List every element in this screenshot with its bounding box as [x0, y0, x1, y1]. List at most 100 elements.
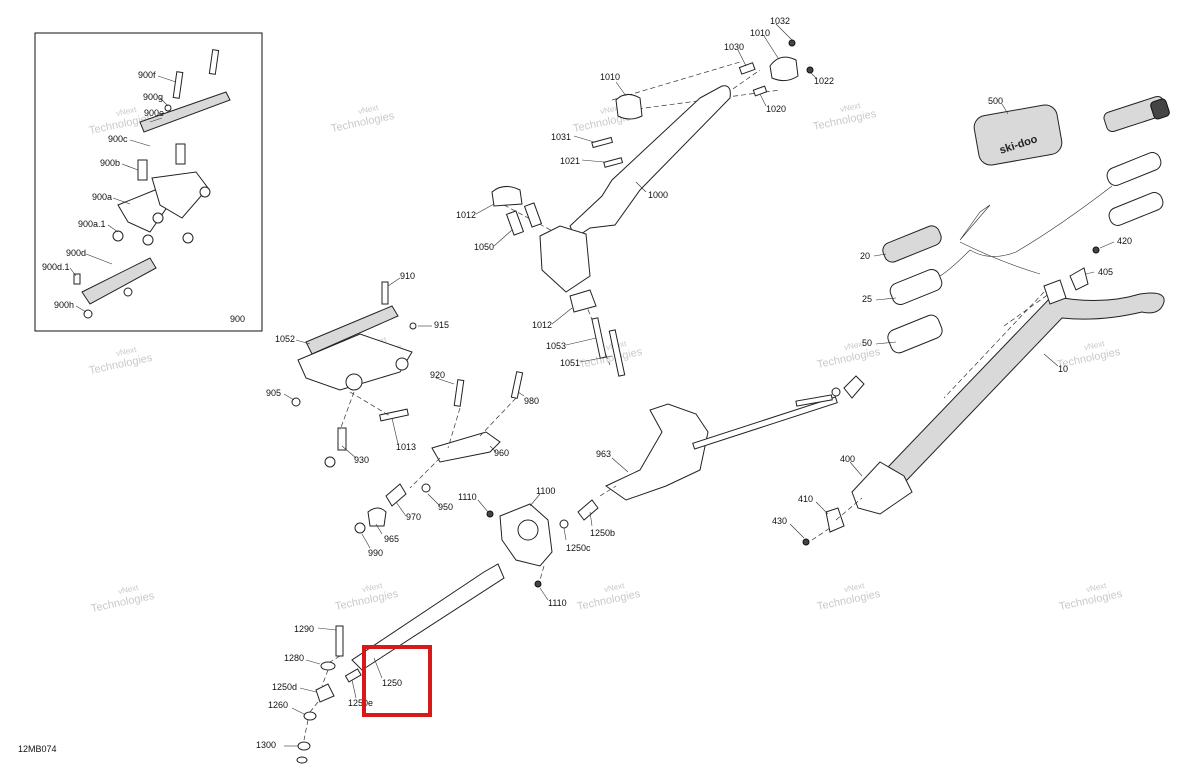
label-1100: 1100 — [536, 486, 555, 496]
leader — [615, 81, 627, 97]
watermark: vNext Technologies — [334, 581, 400, 613]
spacer-1030 — [738, 62, 756, 75]
label-10: 10 — [1058, 364, 1068, 374]
assembly-lines — [409, 397, 517, 489]
steering-arm-group: 920 980 960 963 — [409, 370, 865, 501]
label-963: 963 — [596, 449, 611, 459]
leader — [875, 297, 897, 301]
watermark: vNext Technologies — [330, 103, 396, 135]
leader — [361, 533, 371, 549]
leader — [129, 139, 151, 147]
leader — [873, 253, 887, 257]
nut — [182, 232, 194, 244]
nut — [152, 212, 164, 224]
label-980: 980 — [524, 396, 539, 406]
leader — [435, 377, 455, 385]
watermark-line-1: vNext — [603, 581, 626, 594]
label-1032: 1032 — [770, 16, 790, 26]
assembly-lines — [339, 391, 391, 431]
label-1013: 1013 — [396, 442, 416, 452]
steering-arm-963 — [605, 403, 709, 501]
label-900d1: 900d.1 — [42, 262, 70, 272]
label-1030: 1030 — [724, 42, 744, 52]
leader — [395, 501, 407, 517]
lower-column-group: 1110 1100 1250b 1250c 1110 1290 1280 125… — [256, 485, 617, 764]
leader — [815, 501, 829, 515]
label-1110-lower: 1110 — [548, 598, 567, 608]
grip-end — [1150, 98, 1170, 120]
leader — [1001, 103, 1009, 115]
leader — [789, 523, 805, 539]
watermark: vNext Technologies — [88, 345, 154, 377]
leader — [475, 203, 495, 215]
label-1000: 1000 — [648, 190, 668, 200]
lower-link-group: 970 950 965 990 — [354, 483, 453, 558]
label-1012-lower: 1012 — [532, 320, 552, 330]
plate-900e — [139, 91, 231, 133]
label-1300: 1300 — [256, 740, 276, 750]
leader — [305, 659, 321, 665]
watermark-line-1: vNext — [1085, 581, 1108, 594]
washer-1280 — [320, 661, 336, 671]
grip-heater — [1106, 152, 1162, 186]
leader — [875, 341, 897, 345]
bolt-920 — [453, 379, 465, 407]
label-1012-upper: 1012 — [456, 210, 476, 220]
base-900d — [81, 257, 157, 305]
label-1260: 1260 — [268, 700, 288, 710]
block-1012-lower — [569, 289, 597, 313]
leader — [149, 117, 163, 123]
watermark-line-1: vNext — [839, 101, 862, 114]
nut-1300-b — [296, 756, 308, 764]
label-420: 420 — [1117, 236, 1132, 246]
washer-1250c — [559, 519, 569, 529]
leader — [375, 523, 383, 535]
leader — [317, 627, 337, 631]
inset-900: 900f 900g 900e 900c 900b 900a 900a.1 900… — [34, 32, 263, 332]
bolt-980 — [510, 371, 524, 399]
leader — [107, 224, 119, 233]
label-410: 410 — [798, 494, 813, 504]
bolt-1022 — [806, 66, 814, 74]
leader — [1085, 271, 1095, 275]
label-900d: 900d — [66, 248, 86, 258]
leader — [775, 23, 793, 41]
label-905: 905 — [266, 388, 281, 398]
rod-end-1250d — [315, 683, 335, 703]
leader — [529, 493, 541, 507]
leader — [493, 229, 513, 247]
watermark-line-1: vNext — [361, 581, 384, 594]
bushing-965 — [367, 507, 387, 527]
nut-930 — [324, 456, 336, 468]
bolt-420 — [1092, 246, 1100, 254]
bearing — [395, 357, 409, 371]
bolt-1031 — [591, 136, 614, 149]
label-1031: 1031 — [551, 132, 571, 142]
watermark-line-1: vNext — [1083, 339, 1106, 352]
label-930: 930 — [354, 455, 369, 465]
leader — [565, 337, 597, 346]
label-1050: 1050 — [474, 242, 494, 252]
leader — [573, 135, 595, 143]
riser-1000 — [569, 85, 731, 239]
leader — [157, 75, 177, 83]
label-1022: 1022 — [814, 76, 834, 86]
leader — [295, 339, 311, 345]
label-430: 430 — [772, 516, 787, 526]
leader — [75, 305, 87, 313]
label-965: 965 — [384, 534, 399, 544]
label-1250d: 1250d — [272, 682, 297, 692]
assembly-lines — [539, 485, 617, 581]
label-1010-lower: 1010 — [600, 72, 620, 82]
label-1290: 1290 — [294, 624, 314, 634]
bolt-900f — [172, 71, 184, 99]
spacer-1250e — [344, 668, 362, 683]
label-960: 960 — [494, 448, 509, 458]
arm-900a1 — [151, 171, 209, 219]
nut-1300 — [297, 741, 311, 751]
leader — [159, 97, 169, 107]
label-1052: 1052 — [275, 334, 295, 344]
label-1021: 1021 — [560, 156, 580, 166]
leader — [283, 393, 295, 401]
leader — [85, 253, 113, 265]
